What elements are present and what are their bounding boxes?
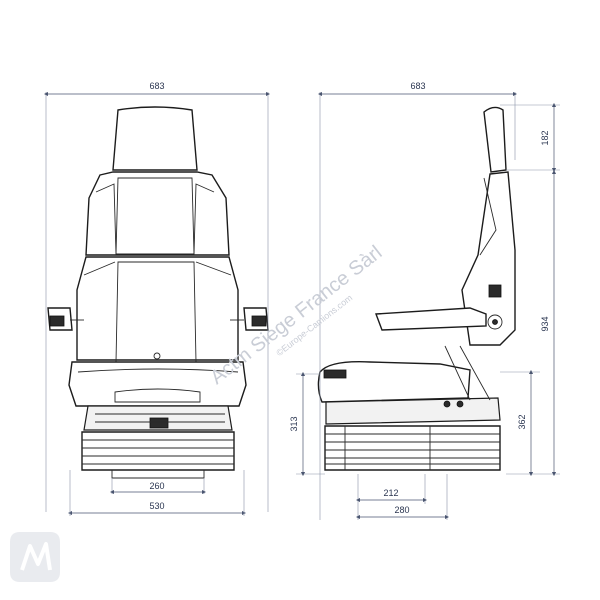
front-seat-cushion (68, 361, 247, 407)
dim-base-height-front: 313 (289, 416, 299, 431)
front-left-armrest (47, 307, 84, 331)
front-bellows (81, 431, 235, 479)
dim-rail-depth-1: 212 (383, 488, 398, 498)
dim-side-depth: 683 (410, 81, 425, 91)
side-dimensions: 683 182 934 362 313 212 280 (289, 81, 560, 520)
brand-logo-icon (10, 532, 60, 582)
front-view (47, 106, 269, 479)
side-mechanism (325, 397, 501, 425)
dim-front-width: 683 (149, 81, 164, 91)
dim-headrest-height: 182 (540, 130, 550, 145)
dim-base-height-side: 362 (517, 414, 527, 429)
side-front-handle-icon (323, 369, 347, 379)
dim-base-width: 530 (149, 501, 164, 511)
side-armrest (375, 307, 503, 331)
recline-knob-icon (153, 352, 161, 360)
front-dimensions: 683 260 530 (43, 81, 271, 516)
front-headrest (112, 106, 198, 171)
side-headrest (483, 106, 507, 173)
side-seat-cushion (317, 361, 471, 403)
side-lumbar-control-icon (488, 284, 502, 298)
side-backrest (461, 171, 516, 346)
dim-total-height: 934 (540, 316, 550, 331)
front-lever-icon (149, 417, 169, 429)
dim-rail-width: 260 (149, 481, 164, 491)
front-lower-backrest (76, 256, 239, 361)
side-bellows (324, 425, 501, 471)
dim-rail-depth-2: 280 (394, 505, 409, 515)
front-upper-backrest (85, 171, 230, 256)
side-view (317, 106, 516, 471)
